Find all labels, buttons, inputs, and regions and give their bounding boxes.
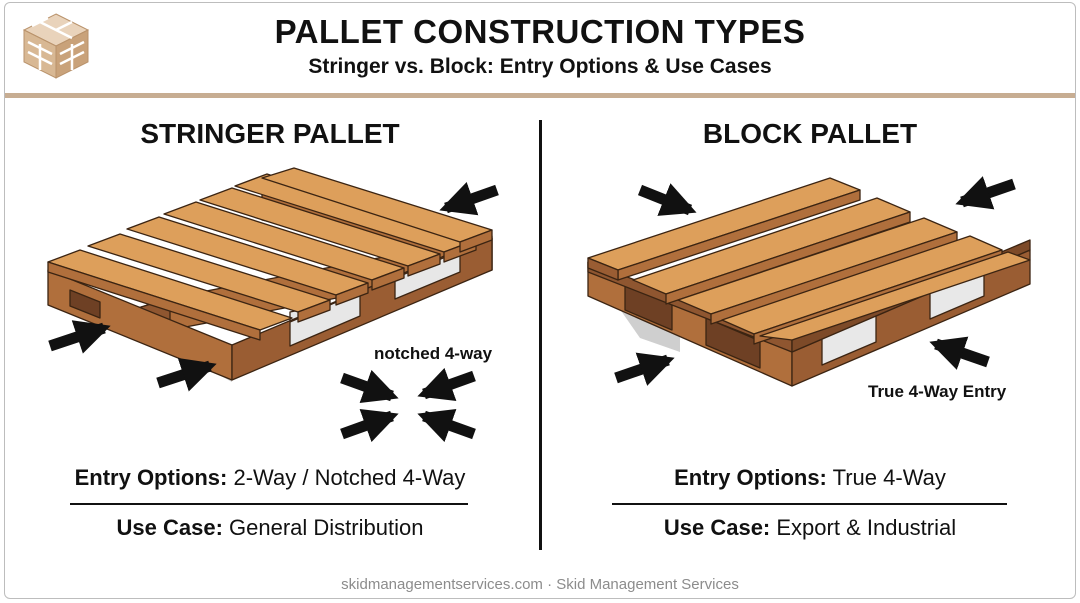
arrow-back-left: [637, 183, 697, 216]
stringer-rule: [70, 503, 468, 505]
arrow-back: [439, 182, 499, 216]
footer-credit: skidmanagementservices.com · Skid Manage…: [341, 576, 739, 593]
pallet-logo-icon: [22, 13, 90, 79]
stringer-usecase-value: General Distribution: [229, 515, 424, 540]
stringer-notched-callout: notched 4-way: [374, 344, 493, 363]
block-use-case: Use Case: Export & Industrial: [570, 515, 1050, 541]
arrow-notch-ne: [417, 367, 476, 402]
arrow-notch-sw: [340, 408, 399, 443]
arrow-notch-nw: [340, 369, 399, 404]
page-subtitle: Stringer vs. Block: Entry Options & Use …: [308, 55, 772, 78]
block-pallet-drawing: [587, 177, 1031, 387]
block-entry-label: Entry Options:: [674, 465, 827, 490]
block-heading: BLOCK PALLET: [702, 118, 918, 149]
stringer-entry-label: Entry Options:: [74, 465, 228, 490]
block-entry-value: True 4-Way: [832, 465, 946, 490]
arrow-notch-se: [417, 408, 476, 443]
block-entry-arrows: [614, 176, 1016, 386]
stringer-entry-value: 2-Way / Notched 4-Way: [233, 465, 466, 490]
arrow-front-right: [156, 358, 217, 392]
block-rule: [612, 503, 1007, 505]
stringer-pallet-drawing: [47, 167, 493, 382]
arrow-back-right: [955, 176, 1016, 210]
center-divider: [539, 120, 542, 550]
stringer-usecase-label: Use Case:: [116, 515, 223, 540]
block-entry-callout: True 4-Way Entry: [868, 382, 1007, 401]
arrow-front-right: [929, 336, 990, 370]
stringer-entry-options: Entry Options: 2-Way / Notched 4-Way: [30, 465, 510, 491]
page-frame: [4, 2, 1076, 599]
page-title: PALLET CONSTRUCTION TYPES: [274, 13, 806, 50]
block-usecase-value: Export & Industrial: [776, 515, 957, 540]
stringer-heading: STRINGER PALLET: [140, 118, 400, 149]
block-usecase-label: Use Case:: [663, 515, 771, 540]
arrow-front-left: [614, 352, 675, 386]
block-entry-options: Entry Options: True 4-Way: [570, 465, 1050, 491]
arrow-front-left: [48, 320, 111, 354]
header-divider: [5, 93, 1075, 98]
stringer-entry-arrows: [48, 182, 499, 443]
stringer-use-case: Use Case: General Distribution: [30, 515, 510, 541]
